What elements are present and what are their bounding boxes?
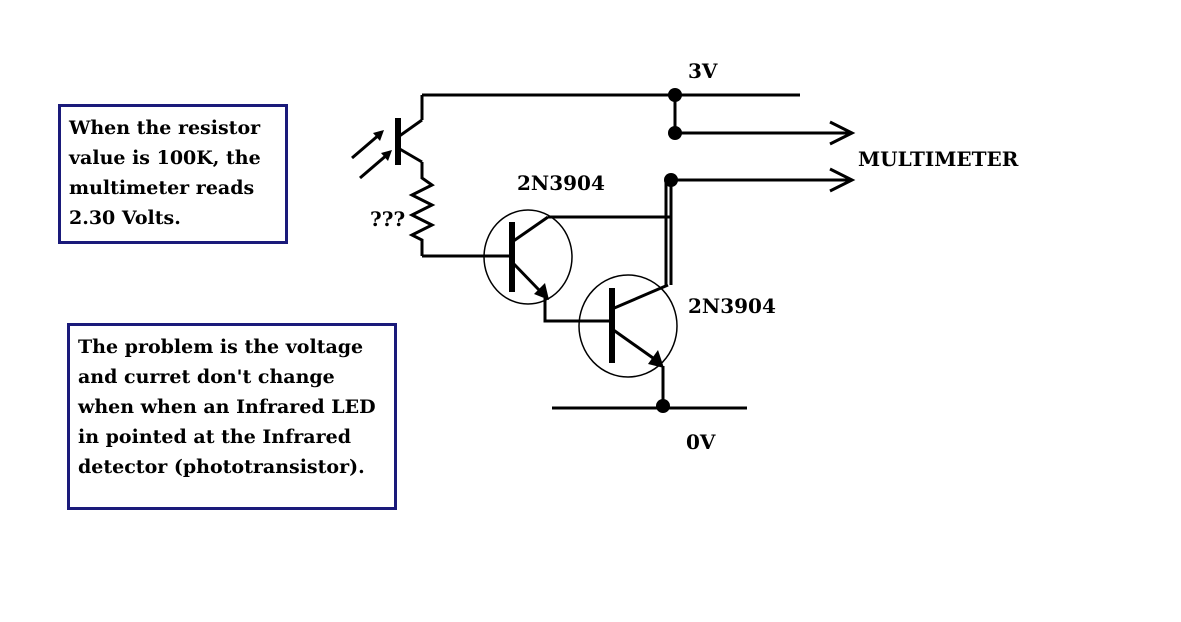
transistor-q2 [578, 274, 678, 378]
problem-note: The problem is the voltage and curret do… [67, 323, 397, 510]
ground-label: 0V [686, 430, 716, 454]
resistor-label: ??? [370, 207, 405, 231]
supply-label: 3V [688, 59, 718, 83]
q2-emitter-arrow-icon [648, 350, 664, 368]
light-rays-icon [351, 130, 392, 180]
collector-bus [548, 180, 673, 285]
q1-body [483, 209, 573, 305]
phototransistor [351, 95, 424, 180]
ground-junction-dot [656, 399, 670, 413]
transistor-2-label: 2N3904 [688, 294, 776, 318]
resistor-reading-note: When the resistor value is 100K, the mul… [58, 104, 288, 244]
ground-rail [552, 399, 747, 413]
q2-body [578, 274, 678, 378]
multimeter-label: MULTIMETER [858, 147, 1019, 171]
resistor [408, 172, 436, 256]
transistor-1-label: 2N3904 [517, 171, 605, 195]
transistor-q1 [483, 209, 573, 305]
darlington-link [543, 298, 612, 323]
q1-emitter-arrow-icon [534, 283, 549, 300]
multimeter-lead-positive [668, 95, 856, 146]
supply-rail [422, 88, 800, 102]
multimeter-lead-collector [664, 167, 856, 193]
